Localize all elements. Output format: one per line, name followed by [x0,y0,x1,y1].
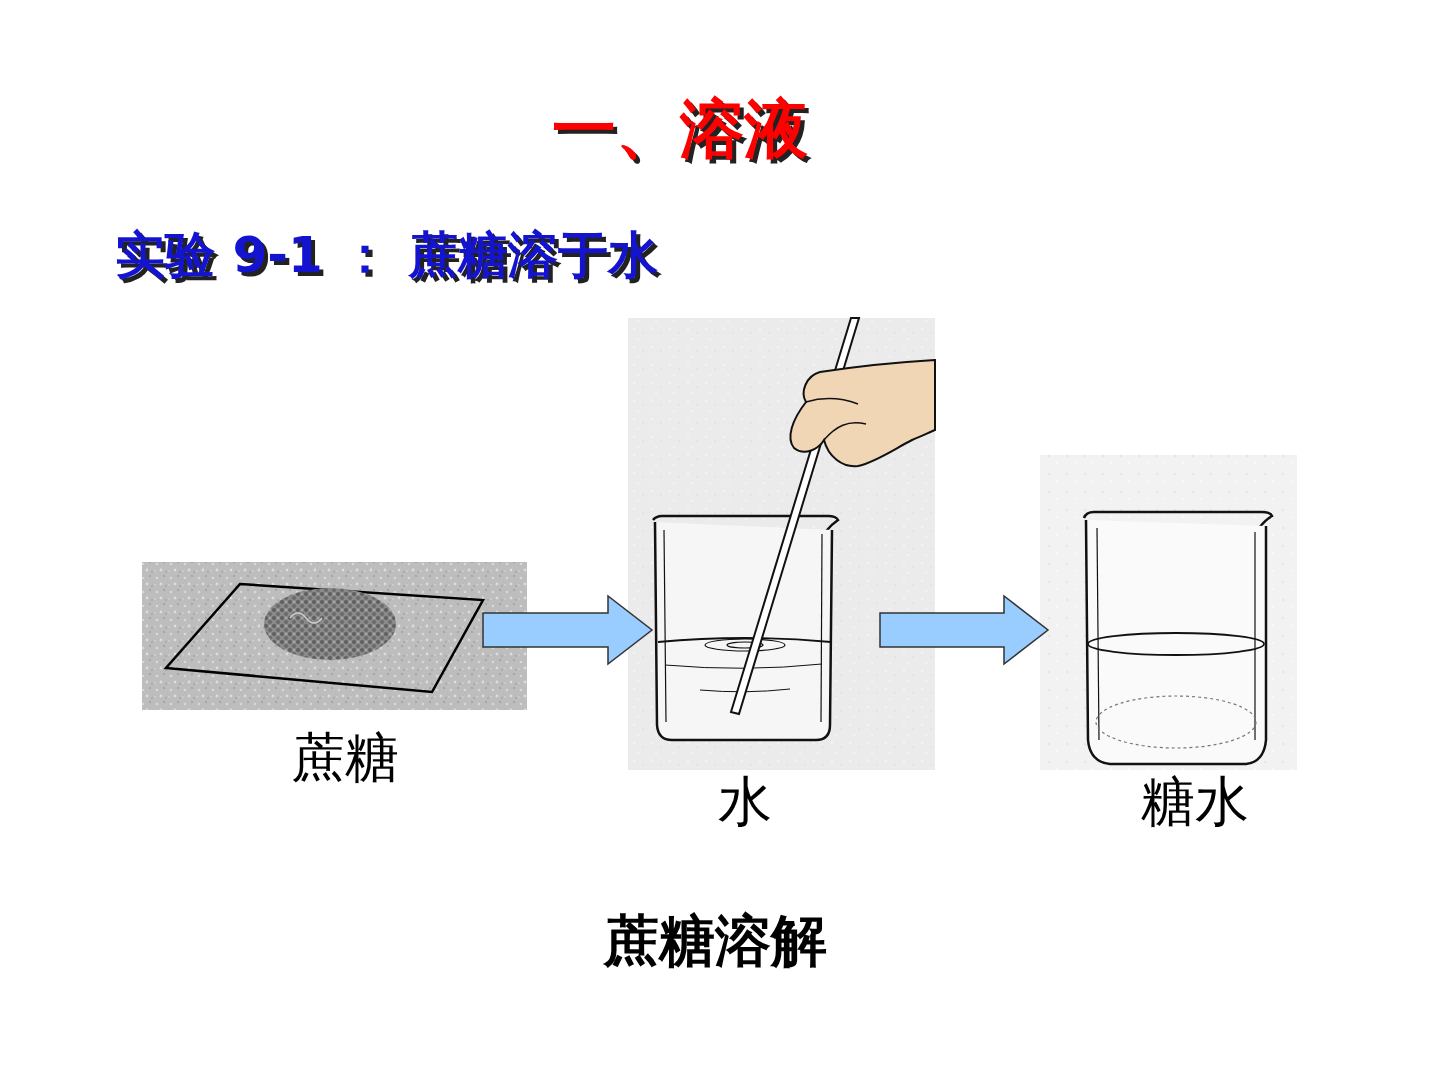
illustration-panel: 水 [628,318,935,770]
illustration-panel: 蔗糖 [142,562,527,710]
stirring-beaker [628,318,935,770]
illustration-panel: 糖水 [1040,455,1297,770]
caption: 蔗糖溶解 [0,904,1430,980]
panel-label: 糖水 [1141,766,1249,839]
experiment-heading: 实验 9-1 ： 蔗糖溶于水 [115,222,658,289]
panel-label: 蔗糖 [291,722,399,795]
slide-title: 一、溶液 [0,86,1360,173]
flow-arrow [880,596,1048,664]
flow-arrow [483,596,652,664]
panel-label: 水 [718,766,772,839]
sugar-on-paper [142,562,527,710]
sugar-water-beaker [1040,455,1297,770]
